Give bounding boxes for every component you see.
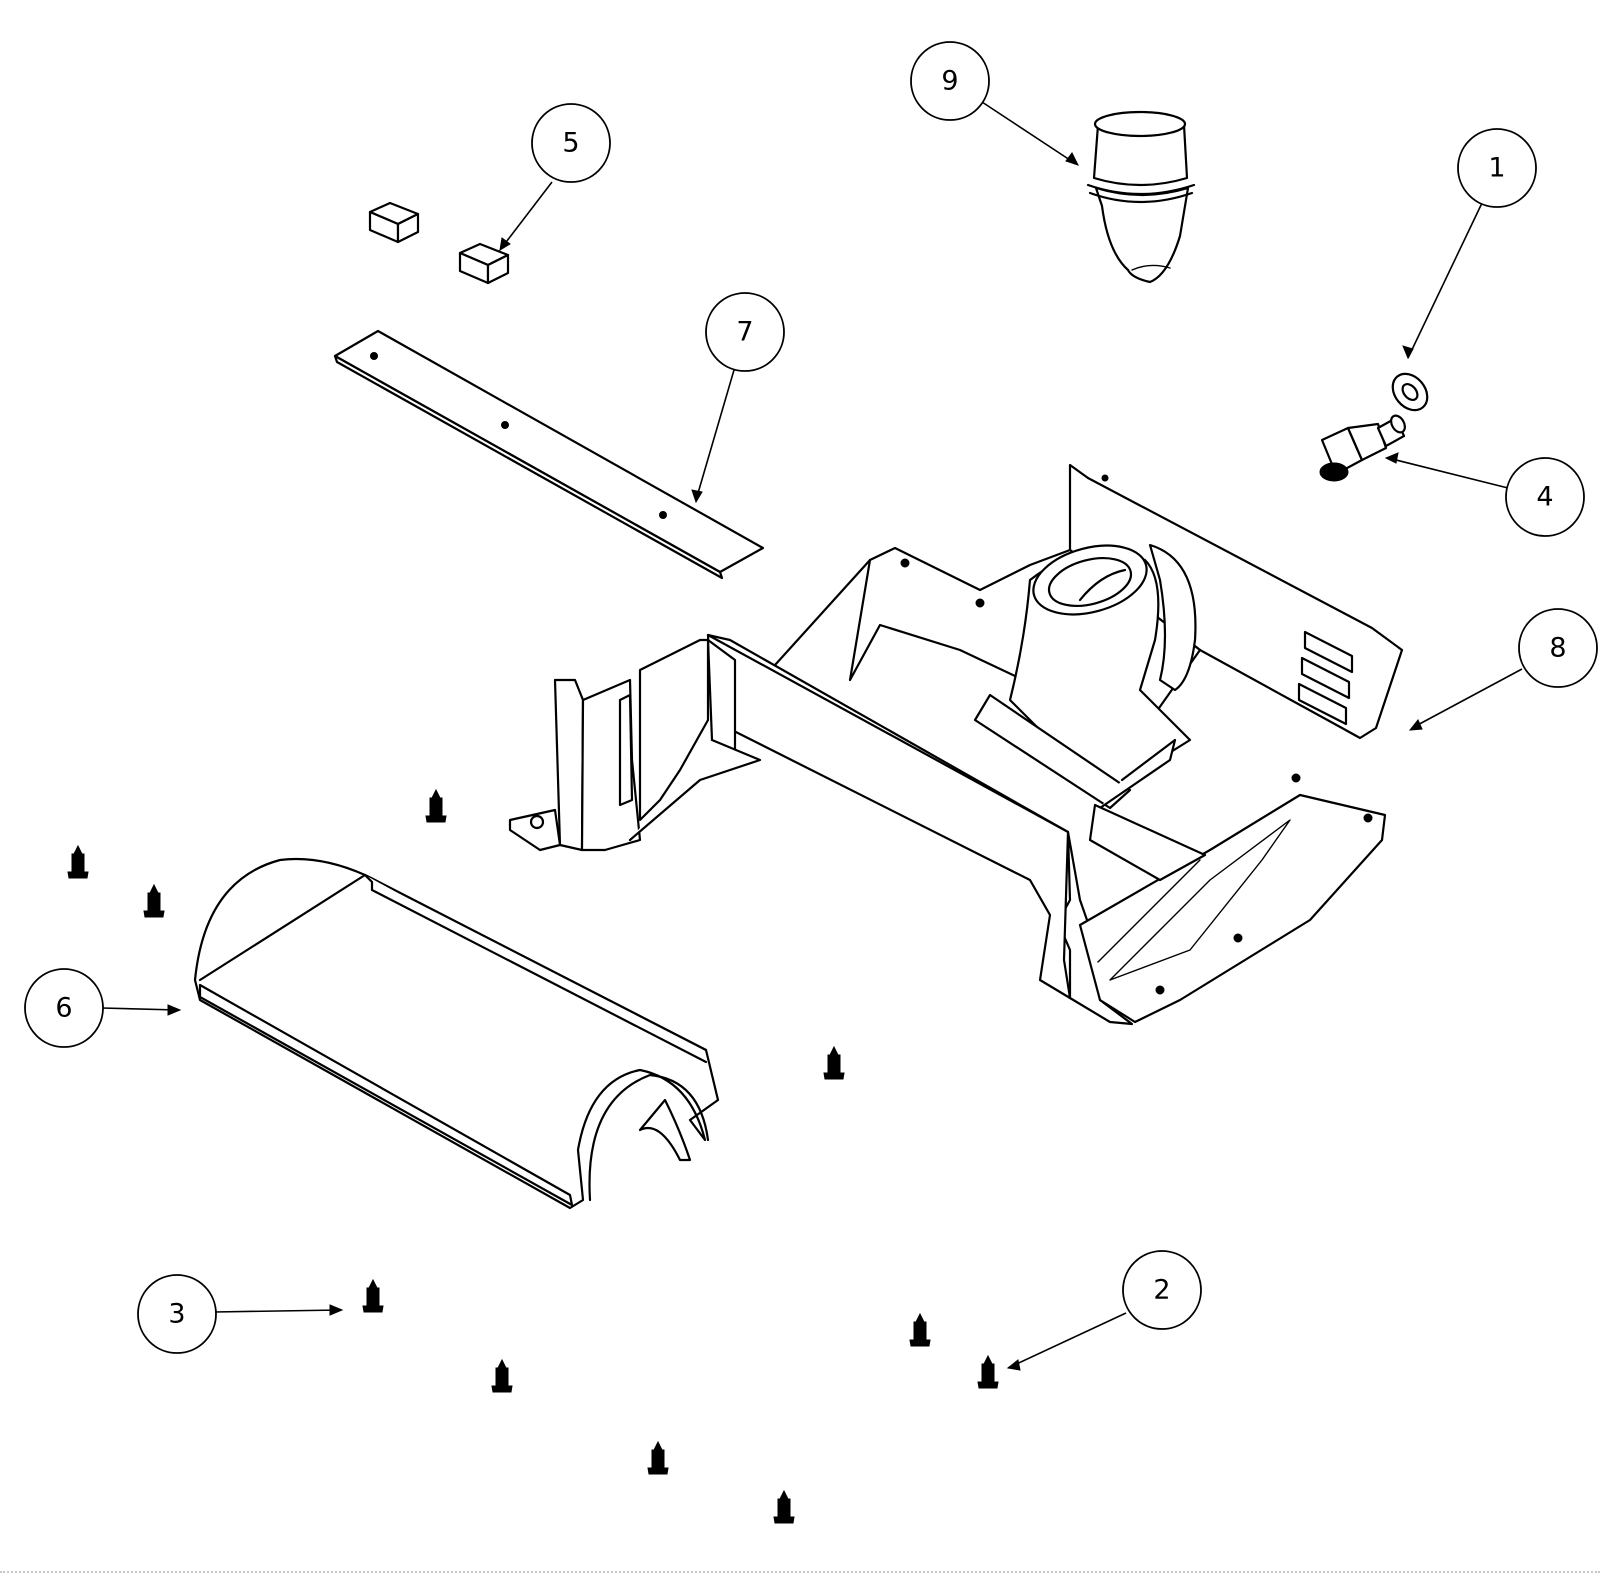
part-housing — [508, 463, 1404, 1026]
callout-4-label: 4 — [1536, 482, 1553, 513]
callout-5: 5 — [531, 103, 611, 183]
callout-1: 1 — [1457, 128, 1537, 208]
callout-9: 9 — [910, 41, 990, 121]
screw — [67, 845, 89, 879]
screw — [362, 1279, 384, 1313]
screw — [491, 1359, 513, 1393]
callout-6-label: 6 — [55, 993, 72, 1024]
callout-7: 7 — [705, 292, 785, 372]
part-fitting — [1319, 414, 1406, 482]
callout-3: 3 — [137, 1274, 217, 1354]
screw — [143, 884, 165, 918]
callout-1-label: 1 — [1488, 153, 1505, 184]
bottom-dotted-rule — [0, 1571, 1600, 1573]
leader-lines — [101, 101, 1523, 1371]
callout-6: 6 — [24, 968, 104, 1048]
callout-3-label: 3 — [168, 1299, 185, 1330]
part-small-blocks — [368, 201, 510, 285]
screw — [647, 1441, 669, 1475]
callout-5-label: 5 — [562, 128, 579, 159]
screw — [909, 1313, 931, 1347]
screw — [977, 1355, 999, 1389]
callout-8: 8 — [1518, 608, 1598, 688]
screw — [425, 789, 447, 823]
screw — [823, 1046, 845, 1080]
part-funnel-cup — [1086, 110, 1196, 284]
callout-4: 4 — [1505, 457, 1585, 537]
part-flat-strip — [333, 329, 765, 580]
callout-2-label: 2 — [1153, 1275, 1170, 1306]
callout-2: 2 — [1122, 1250, 1202, 1330]
callout-7-label: 7 — [736, 317, 753, 348]
screw — [773, 1490, 795, 1524]
part-nut — [1391, 372, 1429, 412]
callout-9-label: 9 — [941, 66, 958, 97]
callout-8-label: 8 — [1549, 633, 1566, 664]
part-half-cover — [193, 857, 720, 1210]
